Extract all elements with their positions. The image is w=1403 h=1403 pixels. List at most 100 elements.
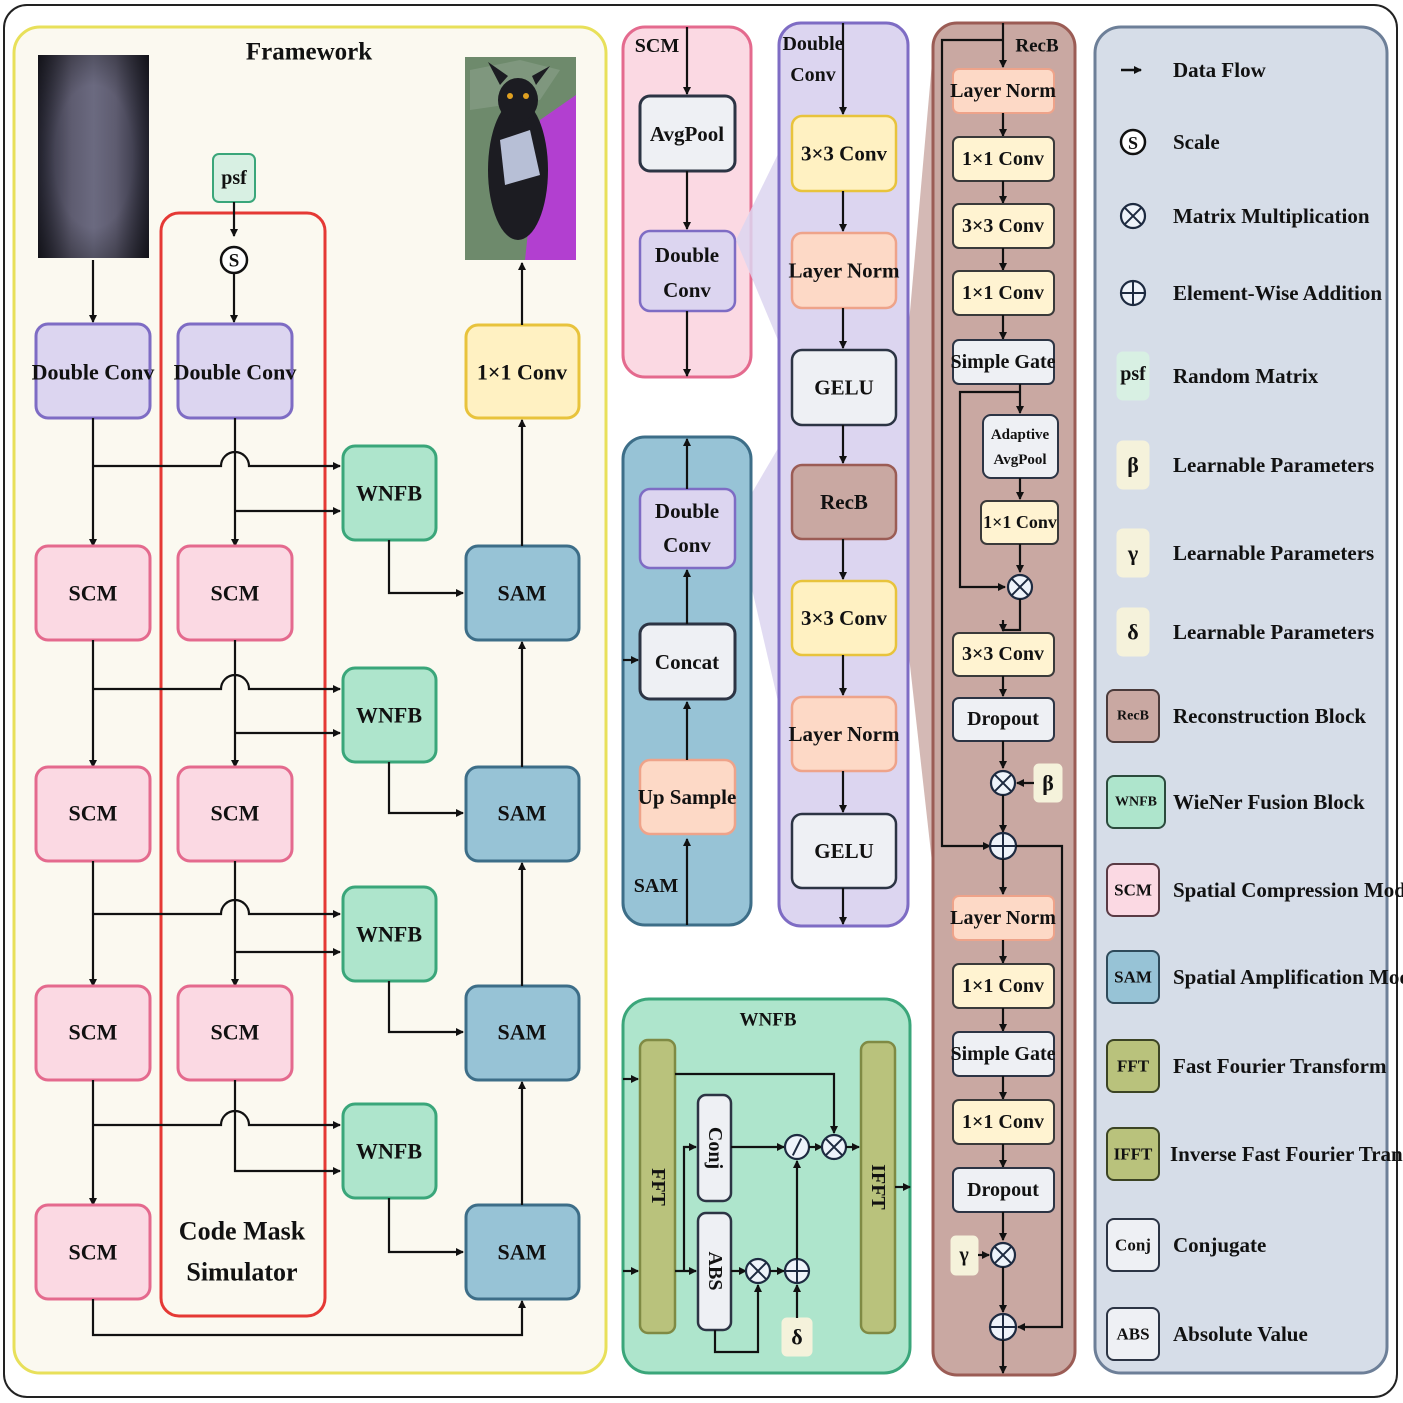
gamma-multiplication-op-glyph bbox=[993, 1245, 1013, 1265]
legend-label: Inverse Fast Fourier Transform bbox=[1170, 1142, 1403, 1166]
element-wise-addition-op-glyph bbox=[785, 1259, 809, 1283]
recb-simple-gate bbox=[952, 339, 1055, 385]
fft-label: FFT bbox=[647, 1168, 669, 1206]
sam-icon bbox=[1106, 950, 1160, 1004]
beta-icon bbox=[1116, 440, 1150, 490]
legend-symbol: psf bbox=[1120, 363, 1146, 385]
arrow-wnfb-to-sam bbox=[387, 1198, 464, 1256]
figure-frame bbox=[3, 4, 1398, 1398]
wnfb-label: WNFB bbox=[356, 922, 422, 947]
abs-label: ABS bbox=[704, 1252, 726, 1291]
dconv-gelu-label: GELU bbox=[814, 376, 874, 400]
recb-simple-gate-label: Simple Gate bbox=[951, 1043, 1056, 1065]
scm-double-label: Double bbox=[655, 243, 719, 267]
image-dog-ears bbox=[488, 62, 550, 85]
encoder-double-conv-label: Double Conv bbox=[32, 360, 155, 385]
encoder-scm-label: SCM bbox=[69, 1240, 118, 1265]
legend-label: Learnable Parameters bbox=[1173, 453, 1374, 477]
division-op-glyph bbox=[791, 1138, 803, 1156]
element-wise-addition-op-glyph bbox=[990, 1314, 1016, 1340]
legend-panel bbox=[1093, 25, 1389, 1375]
dconv-detail-title: Double bbox=[782, 33, 843, 55]
legend-symbol: ABS bbox=[1116, 1325, 1149, 1344]
sam-double-label: Double bbox=[655, 499, 719, 523]
psf-icon bbox=[1116, 351, 1150, 401]
matrix-multiplication-op-glyph bbox=[824, 1137, 844, 1157]
wnfb-detail-title: WNFB bbox=[740, 1010, 797, 1031]
recb-simple-gate-label: Simple Gate bbox=[951, 351, 1056, 373]
arrow-wnfb-to-sam bbox=[387, 981, 464, 1036]
recb-layer-norm-label: Layer Norm bbox=[950, 80, 1056, 102]
recb-inner-conv-label: 1×1 Conv bbox=[983, 512, 1057, 532]
legend-symbol: β bbox=[1127, 453, 1139, 478]
legend-label: Conjugate bbox=[1173, 1233, 1266, 1257]
encoder-scm-label: SCM bbox=[69, 581, 118, 606]
cms-double-conv-label: Double Conv bbox=[174, 360, 297, 385]
input-image-vignette bbox=[38, 55, 149, 258]
dconv-3x3-conv-label: 3×3 Conv bbox=[801, 606, 888, 630]
adaptive-avgpool-block bbox=[982, 414, 1059, 479]
wnfb-icon bbox=[1106, 775, 1166, 829]
recb-1x1-conv-label: 1×1 Conv bbox=[962, 1111, 1044, 1133]
arrow-scm-to-sam bbox=[91, 1299, 526, 1337]
legend-label: Reconstruction Block bbox=[1173, 704, 1366, 728]
legend-symbol: FFT bbox=[1117, 1057, 1150, 1076]
matrix-multiplication-icon-glyph bbox=[1123, 206, 1143, 226]
legend-label: WieNer Fusion Block bbox=[1173, 790, 1365, 814]
wnfb-label: WNFB bbox=[356, 481, 422, 506]
recb-3x3-conv-label: 3×3 Conv bbox=[962, 215, 1044, 237]
scm-icon bbox=[1106, 863, 1160, 917]
sam-label: SAM bbox=[498, 1240, 547, 1265]
arrow-encoder-to-wnfb bbox=[93, 673, 341, 693]
legend-label: Element-Wise Addition bbox=[1173, 281, 1382, 305]
abs-icon bbox=[1106, 1307, 1160, 1361]
dconv-recb-label: RecB bbox=[820, 490, 868, 514]
skip-connection-gate bbox=[958, 390, 1020, 591]
matrix-multiplication-op-glyph bbox=[748, 1261, 768, 1281]
framework-title: Framework bbox=[246, 39, 372, 66]
fft-icon bbox=[1106, 1039, 1160, 1093]
sam-label: SAM bbox=[498, 1020, 547, 1045]
image-dog-eye bbox=[507, 93, 513, 99]
recb-3x3-conv-label: 3×3 Conv bbox=[962, 643, 1044, 665]
concat-label: Concat bbox=[655, 650, 719, 674]
legend-symbol: SCM bbox=[1114, 881, 1152, 900]
legend-label: Learnable Parameters bbox=[1173, 541, 1374, 565]
dconv-layer-norm-label: Layer Norm bbox=[789, 259, 901, 283]
recb-detail-title: RecB bbox=[1015, 36, 1059, 57]
dconv-layer-norm-label: Layer Norm bbox=[789, 722, 901, 746]
element-wise-addition-icon-glyph bbox=[1121, 281, 1145, 305]
ifft-icon bbox=[1106, 1127, 1160, 1181]
dconv-gelu-label: GELU bbox=[814, 839, 874, 863]
legend-label: Random Matrix bbox=[1173, 364, 1319, 388]
encoder-scm-label: SCM bbox=[69, 1020, 118, 1045]
arrow-abs-loop bbox=[713, 1284, 762, 1354]
arrow-encoder-to-wnfb bbox=[93, 898, 341, 918]
legend-symbol: γ bbox=[1127, 541, 1138, 566]
code-mask-simulator-label: Code Mask bbox=[179, 1217, 306, 1246]
legend-symbol: S bbox=[1128, 133, 1138, 153]
legend-symbol: WNFB bbox=[1115, 795, 1157, 810]
recb-1x1-conv-label: 1×1 Conv bbox=[962, 148, 1044, 170]
wnfb-label: WNFB bbox=[356, 1139, 422, 1164]
legend-symbol: RecB bbox=[1117, 709, 1149, 724]
arrow-wnfb-to-sam bbox=[387, 762, 464, 817]
legend-label: Fast Fourier Transform bbox=[1173, 1054, 1387, 1078]
dconv-detail-title: Conv bbox=[790, 64, 836, 86]
legend-symbol: Conj bbox=[1115, 1236, 1151, 1255]
legend-label: Learnable Parameters bbox=[1173, 620, 1374, 644]
legend-symbol: IFFT bbox=[1114, 1145, 1153, 1164]
zoom-funnel-scm bbox=[736, 150, 780, 345]
element-wise-addition-op-glyph bbox=[990, 833, 1016, 859]
output-reconstructed-image bbox=[465, 57, 576, 260]
arrow-encoder-to-wnfb bbox=[93, 450, 341, 470]
legend-label: Matrix Multiplication bbox=[1173, 204, 1370, 228]
psf-label: psf bbox=[221, 167, 247, 189]
conj-label: Conj bbox=[704, 1127, 726, 1169]
fft-block bbox=[638, 1038, 677, 1335]
legend-label: Data Flow bbox=[1173, 58, 1267, 82]
legend-symbol: δ bbox=[1127, 620, 1138, 645]
sam-detail-title: SAM bbox=[634, 875, 679, 897]
encoder-scm-label: SCM bbox=[69, 801, 118, 826]
